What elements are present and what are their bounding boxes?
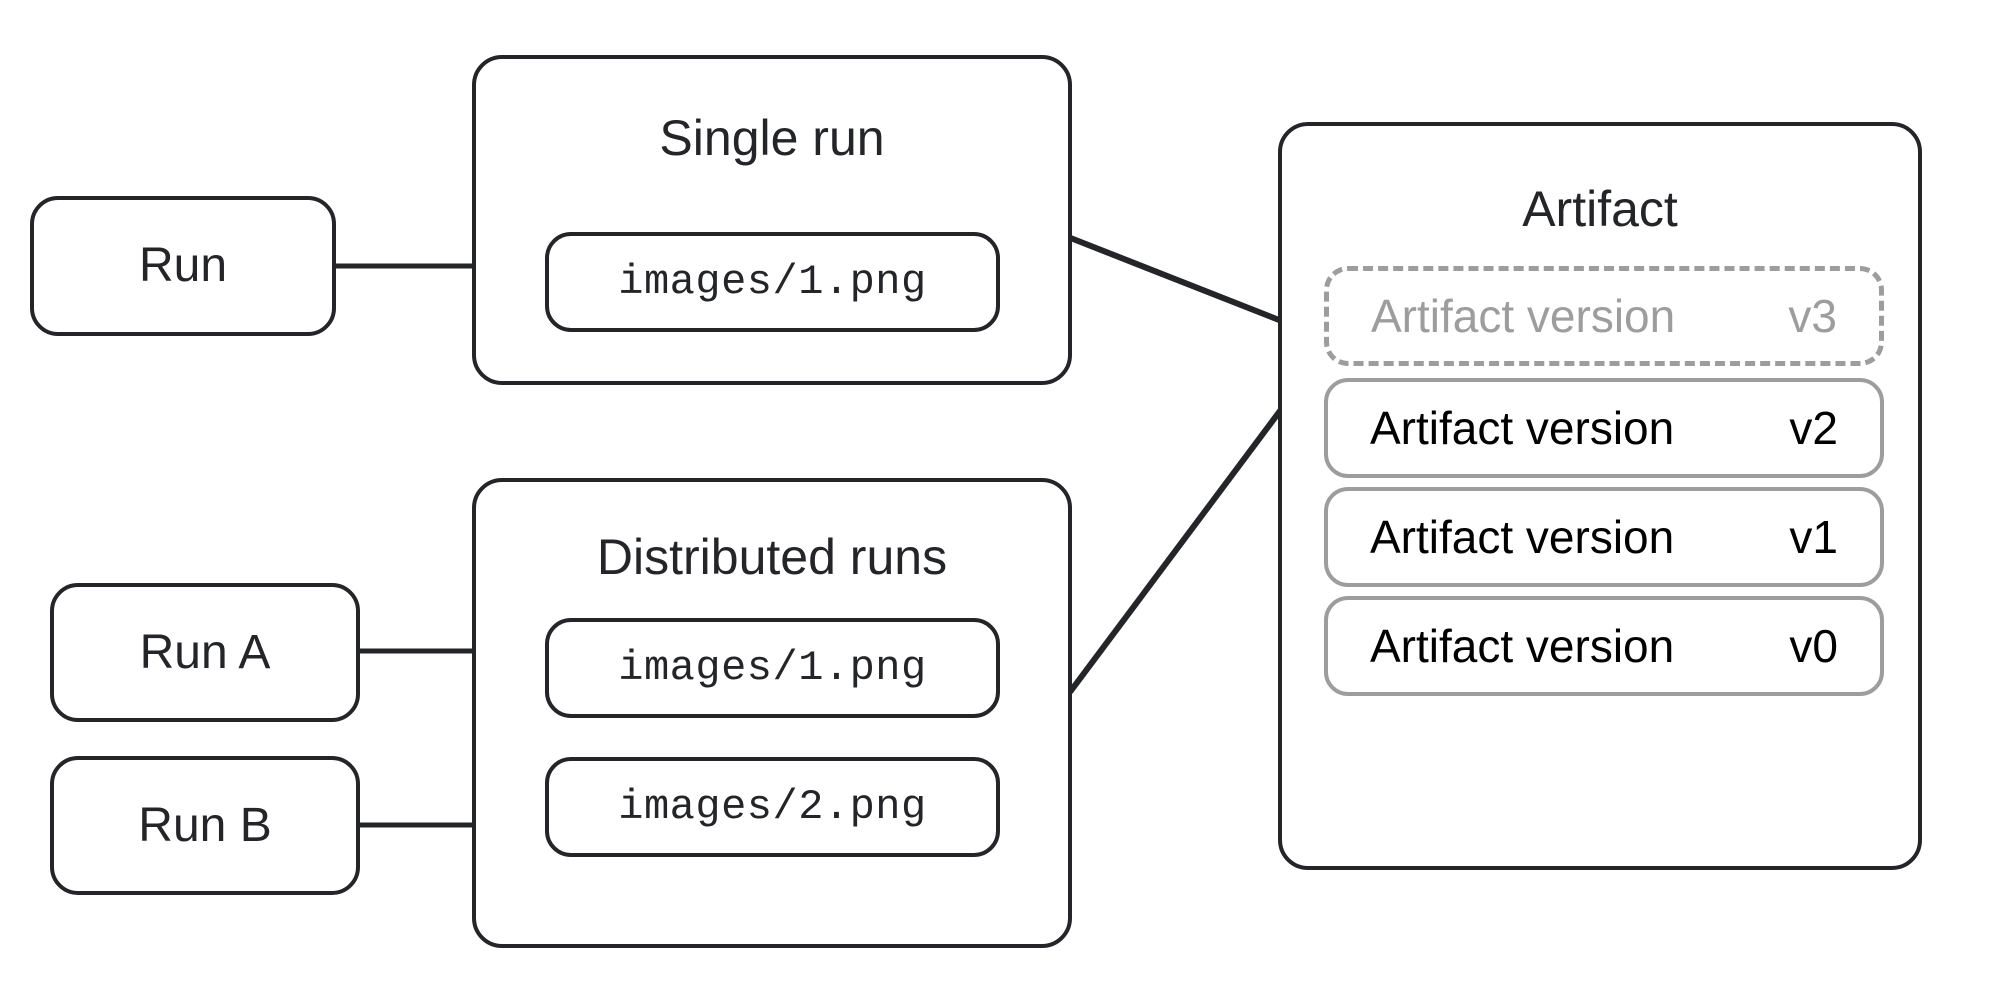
distributed-runs-group-title: Distributed runs — [596, 529, 948, 585]
single-run-file-box[interactable]: images/1.png — [545, 232, 1000, 332]
single-run-group-title: Single run — [659, 110, 885, 166]
artifact-version-v0-name: Artifact version — [1370, 620, 1675, 672]
artifact-version-v3-tag: v3 — [1788, 290, 1837, 342]
run-node[interactable]: Run — [30, 196, 336, 336]
artifact-version-v3-name: Artifact version — [1371, 290, 1676, 342]
run-b-node-label: Run B — [138, 798, 272, 852]
run-b-node[interactable]: Run B — [50, 756, 360, 895]
artifact-version-v2-tag: v2 — [1789, 402, 1838, 454]
single-run-file-label: images/1.png — [618, 258, 927, 306]
artifact-panel: Artifact Artifact version v3 Artifact ve… — [1278, 122, 1922, 870]
artifact-version-row-v3[interactable]: Artifact version v3 — [1324, 266, 1884, 366]
artifact-version-row-v0[interactable]: Artifact version v0 — [1324, 596, 1884, 696]
artifact-version-v1-name: Artifact version — [1370, 511, 1675, 563]
distributed-file-2-label: images/2.png — [618, 783, 927, 831]
artifact-version-v2-name: Artifact version — [1370, 402, 1675, 454]
run-a-node[interactable]: Run A — [50, 583, 360, 722]
artifact-version-v0-tag: v0 — [1789, 620, 1838, 672]
artifact-panel-title: Artifact — [1522, 181, 1678, 237]
artifact-version-row-v1[interactable]: Artifact version v1 — [1324, 487, 1884, 587]
distributed-file-2-box[interactable]: images/2.png — [545, 757, 1000, 857]
run-a-node-label: Run A — [139, 625, 271, 679]
distributed-file-1-box[interactable]: images/1.png — [545, 618, 1000, 718]
artifact-version-row-v2[interactable]: Artifact version v2 — [1324, 378, 1884, 478]
run-node-label: Run — [138, 239, 228, 292]
distributed-file-1-label: images/1.png — [618, 644, 927, 692]
artifact-version-v1-tag: v1 — [1789, 511, 1838, 563]
single-run-group: Single run — [472, 55, 1072, 385]
